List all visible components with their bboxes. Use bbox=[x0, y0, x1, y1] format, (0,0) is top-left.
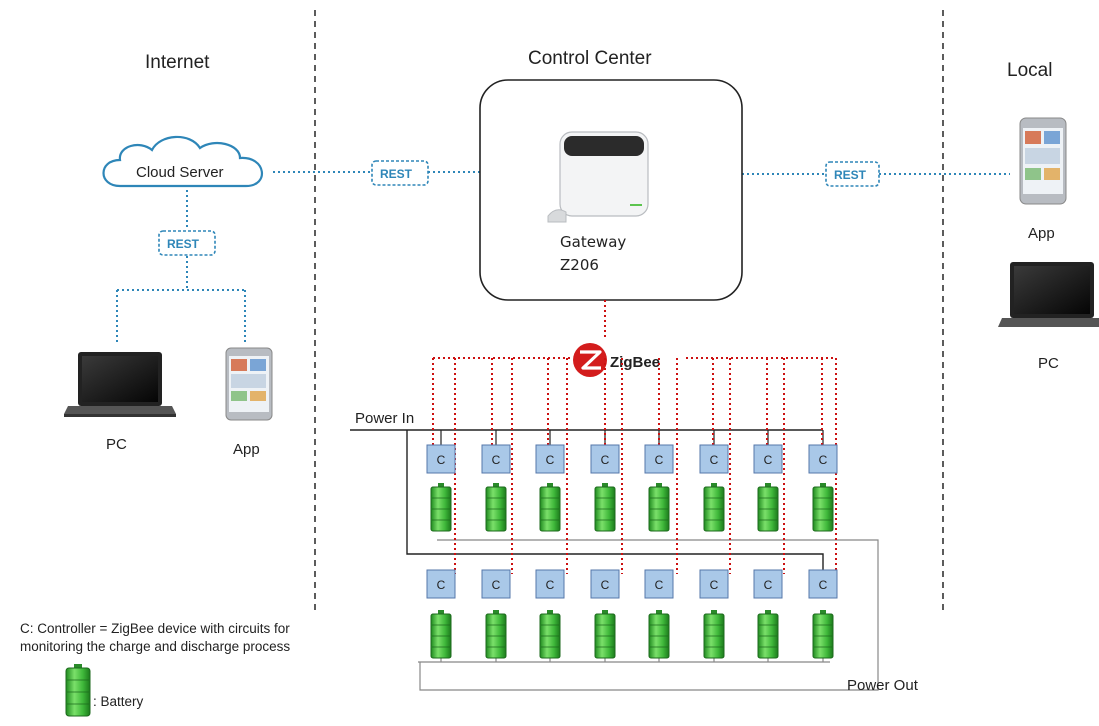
controller: C bbox=[808, 444, 838, 474]
controller: C bbox=[753, 569, 783, 599]
battery-icon bbox=[430, 483, 452, 532]
rest-badge-left-text: REST bbox=[380, 167, 413, 181]
rest-badge-left: REST bbox=[371, 160, 429, 186]
battery-icon bbox=[539, 610, 561, 659]
controller: C bbox=[590, 569, 620, 599]
rest-badge-internet: REST bbox=[158, 230, 216, 256]
cloud-server-label: Cloud Server bbox=[136, 164, 224, 181]
app-local-label: App bbox=[1028, 225, 1055, 242]
controller-letter: C bbox=[437, 453, 446, 467]
gateway-device-icon bbox=[547, 131, 649, 223]
power-out-label: Power Out bbox=[847, 677, 919, 694]
controller-bank: C C C C C C C C C C C C C C C C bbox=[350, 357, 879, 691]
controller-letter: C bbox=[492, 453, 501, 467]
controller: C bbox=[535, 569, 565, 599]
controller-letter: C bbox=[546, 578, 555, 592]
pc-local: PC bbox=[998, 262, 1099, 372]
controller-letter: C bbox=[819, 453, 828, 467]
phone-icon bbox=[1019, 117, 1067, 205]
control-center-title: Control Center bbox=[528, 48, 652, 69]
rest-badge-internet-text: REST bbox=[167, 237, 200, 251]
battery-icon bbox=[594, 483, 616, 532]
battery-icon bbox=[703, 483, 725, 532]
controller-letter: C bbox=[437, 578, 446, 592]
controller-letter: C bbox=[546, 453, 555, 467]
local-title: Local bbox=[1007, 60, 1052, 81]
pc-local-label: PC bbox=[1038, 355, 1059, 372]
controller: C bbox=[644, 569, 674, 599]
controller: C bbox=[426, 444, 456, 474]
battery-icon bbox=[485, 610, 507, 659]
pc-internet: PC bbox=[64, 352, 176, 453]
controller-letter: C bbox=[819, 578, 828, 592]
controller: C bbox=[808, 569, 838, 599]
app-internet: App bbox=[225, 347, 273, 458]
phone-icon bbox=[225, 347, 273, 421]
controller: C bbox=[426, 569, 456, 599]
battery-icon bbox=[65, 664, 91, 717]
legend-battery-text: : Battery bbox=[93, 694, 144, 709]
controller: C bbox=[481, 444, 511, 474]
controller-letter: C bbox=[655, 453, 664, 467]
controller-letter: C bbox=[655, 578, 664, 592]
gateway-box: Gateway Z206 bbox=[479, 79, 743, 301]
controller-letter: C bbox=[492, 578, 501, 592]
battery-icon bbox=[757, 483, 779, 532]
battery-icon bbox=[812, 483, 834, 532]
power-in-label: Power In bbox=[355, 410, 414, 427]
rest-badge-right-text: REST bbox=[834, 168, 867, 182]
app-internet-label: App bbox=[233, 441, 260, 458]
rest-badge-right: REST bbox=[825, 161, 880, 187]
legend-battery: : Battery bbox=[65, 664, 144, 717]
app-local: App bbox=[1019, 117, 1067, 242]
battery-icon bbox=[430, 610, 452, 659]
battery-icon bbox=[648, 610, 670, 659]
controller-letter: C bbox=[710, 453, 719, 467]
legend-controller-line1: C: Controller = ZigBee device with circu… bbox=[20, 621, 290, 636]
battery-icon bbox=[812, 610, 834, 659]
battery-icon bbox=[485, 483, 507, 532]
laptop-icon bbox=[64, 352, 176, 417]
battery-icon bbox=[594, 610, 616, 659]
controller-letter: C bbox=[710, 578, 719, 592]
controller-letter: C bbox=[601, 453, 610, 467]
zigbee-logo: ZigBee bbox=[573, 343, 660, 377]
legend-controller-line2: monitoring the charge and discharge proc… bbox=[20, 639, 290, 654]
battery-icon bbox=[539, 483, 561, 532]
controller: C bbox=[699, 444, 729, 474]
gateway-name: Gateway bbox=[560, 233, 626, 251]
controller: C bbox=[753, 444, 783, 474]
pc-internet-label: PC bbox=[106, 436, 127, 453]
battery-icon bbox=[703, 610, 725, 659]
controller-letter: C bbox=[764, 453, 773, 467]
cloud-icon bbox=[102, 135, 264, 188]
zigbee-logo-text: ZigBee bbox=[610, 354, 660, 371]
power-in-feed bbox=[406, 430, 824, 570]
controller: C bbox=[535, 444, 565, 474]
rest-links bbox=[116, 171, 1010, 345]
cloud-server: Cloud Server bbox=[102, 135, 264, 188]
internet-title: Internet bbox=[145, 52, 210, 73]
battery-icon bbox=[648, 483, 670, 532]
controller: C bbox=[699, 569, 729, 599]
controller-letter: C bbox=[764, 578, 773, 592]
gateway-model: Z206 bbox=[560, 256, 599, 274]
controller-letter: C bbox=[601, 578, 610, 592]
controller: C bbox=[590, 444, 620, 474]
laptop-icon bbox=[998, 262, 1099, 327]
controller: C bbox=[481, 569, 511, 599]
battery-icon bbox=[757, 610, 779, 659]
controller: C bbox=[644, 444, 674, 474]
